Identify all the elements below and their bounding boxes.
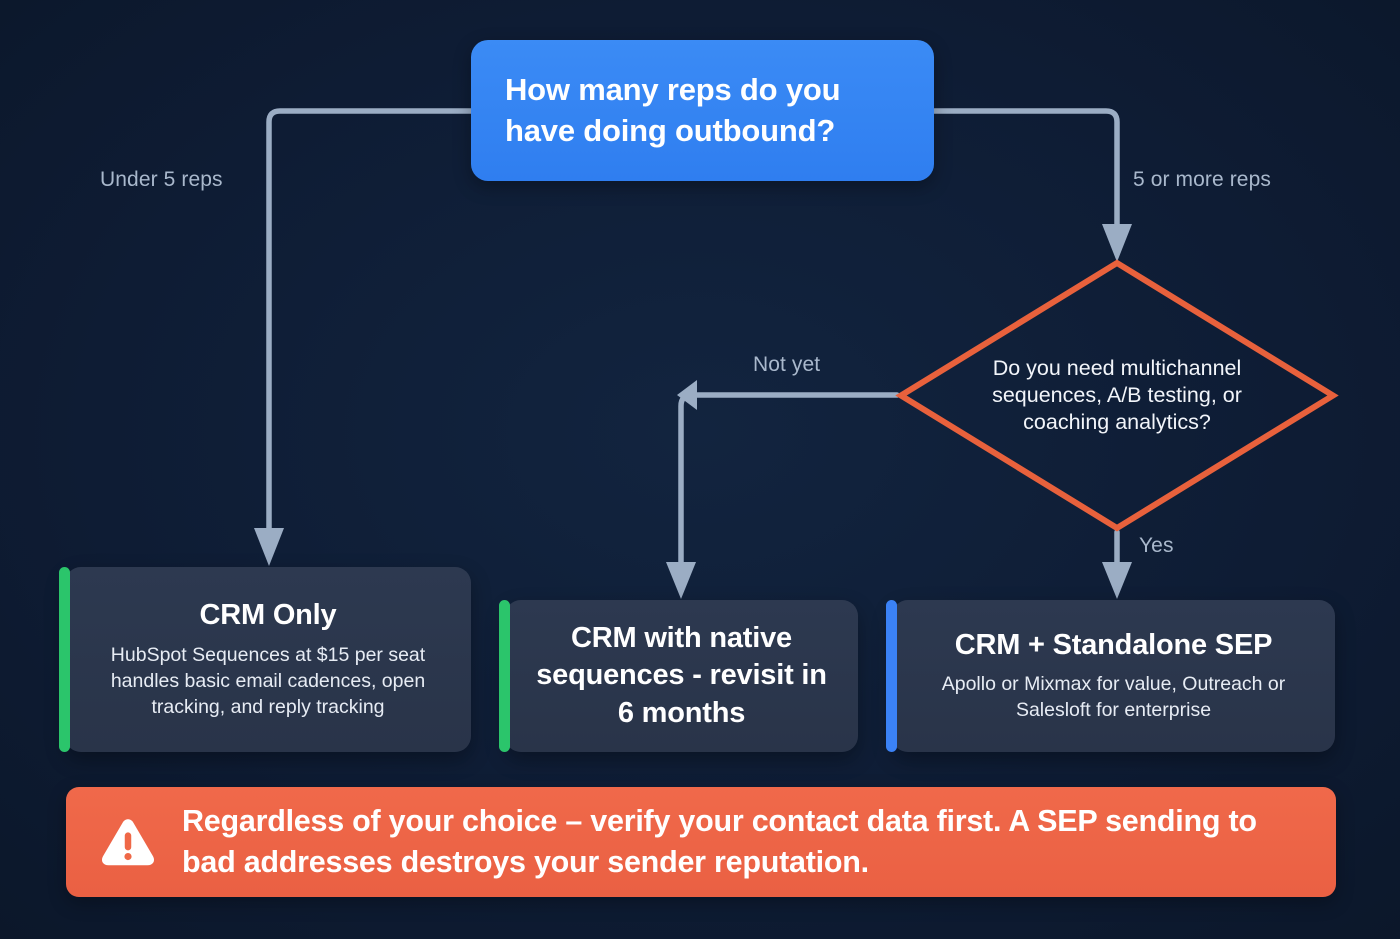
edge-label-not-yet: Not yet (753, 353, 821, 376)
outcome-card-crm-native[interactable]: CRM with native sequences - revisit in 6… (499, 600, 858, 752)
decision-question-text: Do you need multichannel sequences, A/B … (992, 355, 1242, 435)
outcome-card-crm-only[interactable]: CRM Only HubSpot Sequences at $15 per se… (59, 567, 471, 752)
root-question-text: How many reps do you have doing outbound… (505, 72, 841, 148)
edge-root-to-crm-only (266, 108, 474, 531)
arrowhead-crm-sep (1102, 562, 1132, 599)
edge-decision-to-crm-native (678, 392, 900, 565)
warning-banner: Regardless of your choice – verify your … (66, 787, 1336, 897)
edge-label-yes: Yes (1139, 534, 1174, 557)
accent-bar-green (499, 600, 510, 752)
arrowhead-notyet-corner (677, 380, 697, 410)
accent-bar-green (59, 567, 70, 752)
outcome-description: Apollo or Mixmax for value, Outreach or … (941, 672, 1286, 721)
outcome-title: CRM with native sequences - revisit in 6… (536, 622, 827, 729)
outcome-card-crm-standalone-sep[interactable]: CRM + Standalone SEP Apollo or Mixmax fo… (886, 600, 1335, 752)
edge-root-to-decision (931, 108, 1120, 227)
diamond-shape (895, 259, 1339, 532)
arrowhead-crm-only (254, 528, 284, 566)
outcome-title: CRM Only (199, 598, 337, 631)
warning-text: Regardless of your choice – verify your … (182, 804, 1257, 879)
decision-diamond-node[interactable]: Do you need multichannel sequences, A/B … (895, 259, 1339, 532)
edge-label-under-five-reps: Under 5 reps (100, 168, 223, 191)
warning-triangle-icon (102, 819, 154, 866)
root-question-node[interactable]: How many reps do you have doing outbound… (471, 40, 934, 181)
arrowhead-decision (1102, 224, 1132, 262)
arrowhead-crm-native (666, 562, 696, 599)
outcome-description: HubSpot Sequences at $15 per seat handle… (110, 643, 426, 719)
accent-bar-blue (886, 600, 897, 752)
decision-text-wrap: Do you need multichannel sequences, A/B … (897, 259, 1337, 532)
outcome-title: CRM + Standalone SEP (954, 628, 1273, 661)
edge-label-five-or-more-reps: 5 or more reps (1133, 168, 1271, 191)
